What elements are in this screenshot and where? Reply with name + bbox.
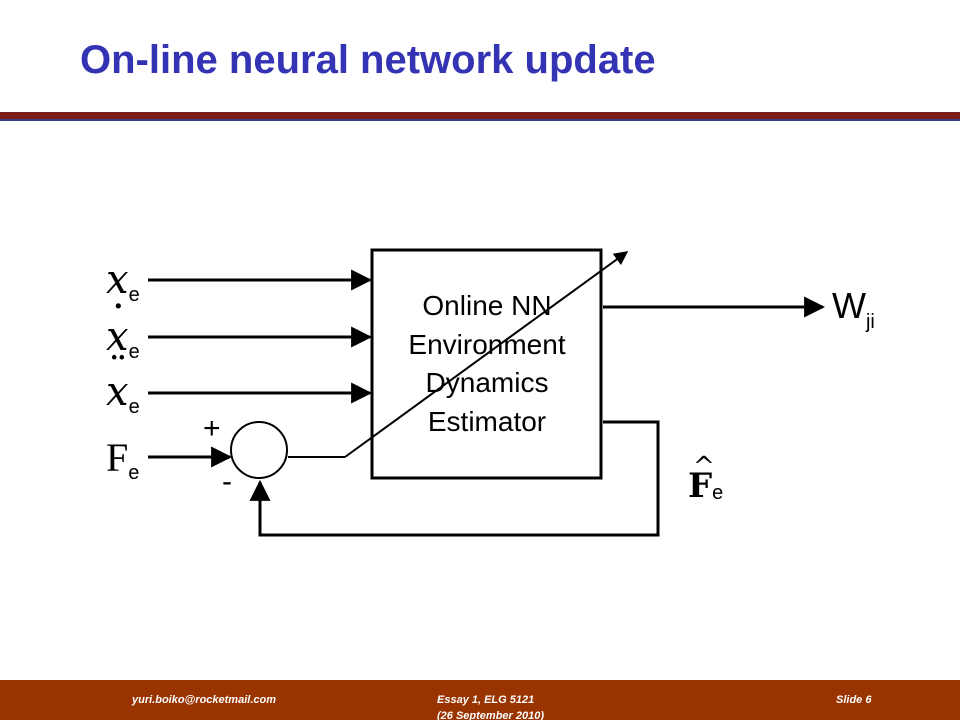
force-input-label: Fe — [106, 435, 139, 484]
block-label-line-1: Online NN — [422, 290, 551, 321]
footer-essay: Essay 1, ELG 5121 — [437, 694, 535, 706]
input-label-velocity: xe — [106, 314, 140, 363]
footer-slide-number: Slide 6 — [836, 694, 872, 706]
estimator-block — [370, 248, 603, 480]
block-label-line-2: Environment — [408, 329, 565, 360]
block-label-line-3: Dynamics — [426, 367, 549, 398]
slide-title: On-line neural network update — [80, 38, 656, 82]
title-divider — [0, 112, 960, 121]
summing-junction — [230, 421, 288, 479]
input-label-position: xe — [106, 257, 140, 306]
footer-email: yuri.boiko@rocketmail.com — [132, 694, 276, 706]
footer-date: (26 September 2010) — [437, 710, 544, 722]
velocity-accent: · — [112, 284, 125, 330]
footer-bar: yuri.boiko@rocketmail.com Essay 1, ELG 5… — [0, 680, 960, 722]
minus-sign: - — [222, 465, 232, 498]
feedback-label: Fe — [688, 466, 723, 506]
acceleration-accent: ¨ — [108, 350, 128, 396]
feedback-hat: ^ — [693, 452, 715, 482]
block-label-line-4: Estimator — [428, 406, 546, 437]
input-label-acceleration: xe — [106, 369, 140, 418]
plus-sign: + — [203, 412, 221, 445]
output-label: Wji — [832, 285, 875, 333]
feedback-loop-line — [249, 420, 660, 537]
adaptation-arrow — [344, 251, 629, 458]
